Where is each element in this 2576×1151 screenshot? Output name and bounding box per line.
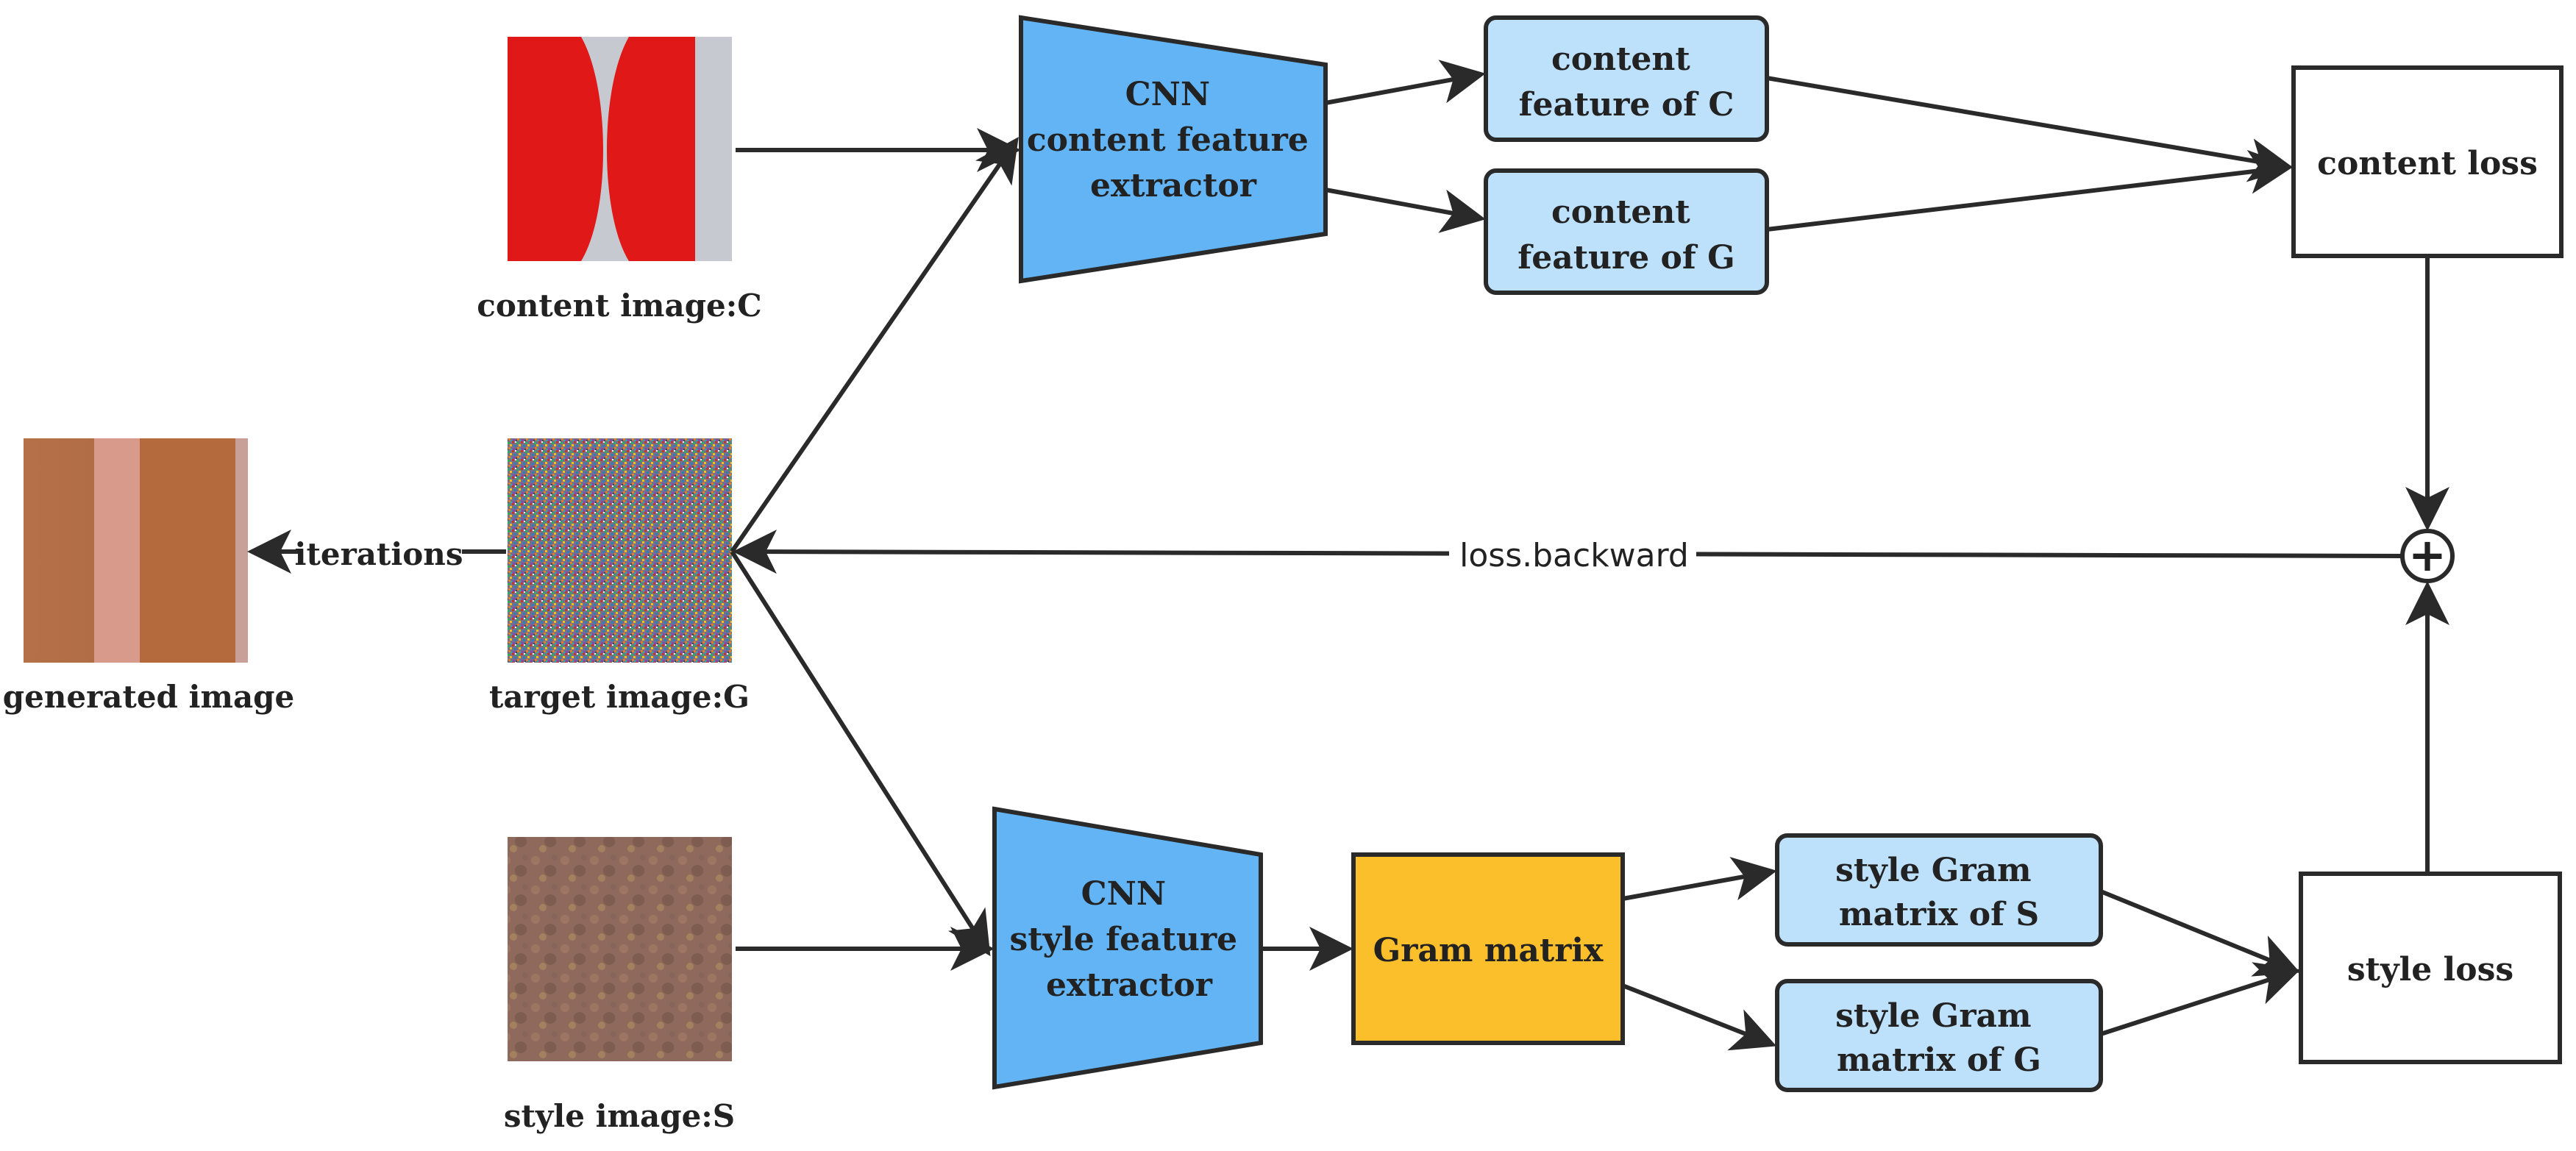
content-feature-g-line-2: feature of G xyxy=(1518,239,1734,277)
svg-text:content feature of C: content feature of C xyxy=(1519,40,1734,124)
gram-matrix-box: Gram matrix xyxy=(1351,852,1625,1045)
content-loss-label: content loss xyxy=(2317,145,2538,182)
edge-gram-to-style-g xyxy=(1621,983,1777,1051)
generated-image xyxy=(24,438,248,663)
style-gram-g-box: style Gram matrix of G xyxy=(1775,979,2103,1092)
iterations-label-bg xyxy=(302,534,462,577)
svg-text:CNN content feature: CNN content feature extractor xyxy=(1027,76,1320,204)
style-gram-g-line-1: style Gram xyxy=(1835,997,2032,1035)
edge-style-s-to-style-loss xyxy=(2099,889,2301,977)
style-image-caption: style image:S xyxy=(504,1098,735,1134)
cnn-content-line-1: CNN xyxy=(1125,76,1210,113)
edge-feature-g-to-content-loss xyxy=(1766,149,2294,232)
sum-symbol: + xyxy=(2408,528,2447,582)
content-image-caption: content image:C xyxy=(477,288,761,324)
target-image-caption: target image:G xyxy=(489,679,750,715)
backward-label: loss.backward xyxy=(1459,537,1689,574)
edge-target-to-cnn-style xyxy=(730,550,991,957)
style-image xyxy=(508,837,732,1061)
svg-text:style Gram matrix of G: style Gram matrix of G xyxy=(1835,997,2043,1079)
iterations-label: iterations xyxy=(295,536,463,572)
style-gram-s-box: style Gram matrix of S xyxy=(1775,833,2103,947)
svg-text:style Gram matrix of S: style Gram matrix of S xyxy=(1835,852,2043,933)
cnn-content-extractor: CNN content feature extractor xyxy=(1019,15,1328,284)
gram-matrix-label: Gram matrix xyxy=(1373,932,1604,969)
content-feature-g-line-1: content xyxy=(1551,193,1690,231)
target-image xyxy=(508,438,732,663)
svg-text:content feature of G: content feature of G xyxy=(1518,193,1734,277)
style-loss-box: style loss xyxy=(2299,872,2562,1064)
content-feature-c-line-1: content xyxy=(1551,40,1690,78)
content-image xyxy=(508,37,732,261)
cnn-content-line-3: extractor xyxy=(1090,167,1257,204)
edge-gram-to-style-s xyxy=(1622,857,1777,901)
cnn-style-line-1: CNN xyxy=(1081,875,1166,913)
edge-cnn-to-feature-c xyxy=(1325,60,1486,105)
edge-feature-c-to-content-loss xyxy=(1766,76,2294,182)
style-gram-s-line-1: style Gram xyxy=(1835,852,2032,889)
edge-cnn-to-feature-g xyxy=(1325,188,1486,233)
content-feature-g-box: content feature of G xyxy=(1484,168,1769,295)
cnn-content-line-2: content feature xyxy=(1027,121,1309,159)
sum-node: + xyxy=(2400,528,2455,583)
content-feature-c-line-2: feature of C xyxy=(1519,86,1734,124)
edge-style-g-to-style-loss xyxy=(2100,962,2301,1036)
style-gram-g-line-2: matrix of G xyxy=(1837,1041,2041,1079)
cnn-style-line-3: extractor xyxy=(1046,966,1213,1004)
backward-label-bg xyxy=(1449,534,1696,577)
cnn-style-extractor: CNN style feature extractor xyxy=(992,806,1263,1090)
generated-image-caption: generated image xyxy=(3,679,295,715)
content-feature-c-box: content feature of C xyxy=(1484,15,1769,142)
cnn-style-line-2: style feature xyxy=(1010,921,1238,958)
svg-text:CNN style feature: CNN style feature extractor xyxy=(1010,875,1249,1004)
content-loss-box: content loss xyxy=(2291,65,2563,258)
edge-target-to-cnn-content xyxy=(730,137,1019,553)
style-loss-label: style loss xyxy=(2347,951,2513,988)
style-gram-s-line-2: matrix of S xyxy=(1839,896,2039,933)
